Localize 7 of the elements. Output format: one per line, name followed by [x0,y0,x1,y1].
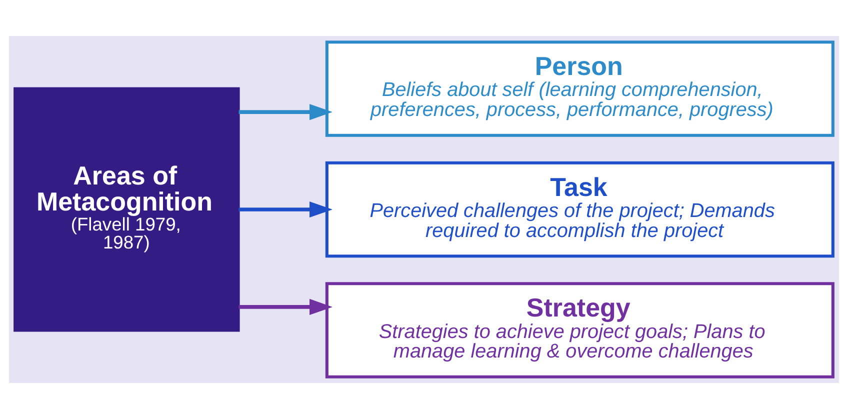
arrow [238,200,332,218]
node-box: Person Beliefs about self (learning comprehension, preferences, process, performance, progress) [325,40,834,136]
node-box: Strategy Strategies to achieve project goals; Plans to manage learning & overcome challenges [325,282,834,378]
node-box: Areas of Metacognition (Flavell 1979, 1987) [14,86,240,332]
arrow [238,298,332,314]
node-box: Task Perceived challenges of the project; Demands required to accomplish the project [325,160,834,258]
arrow [238,104,332,120]
